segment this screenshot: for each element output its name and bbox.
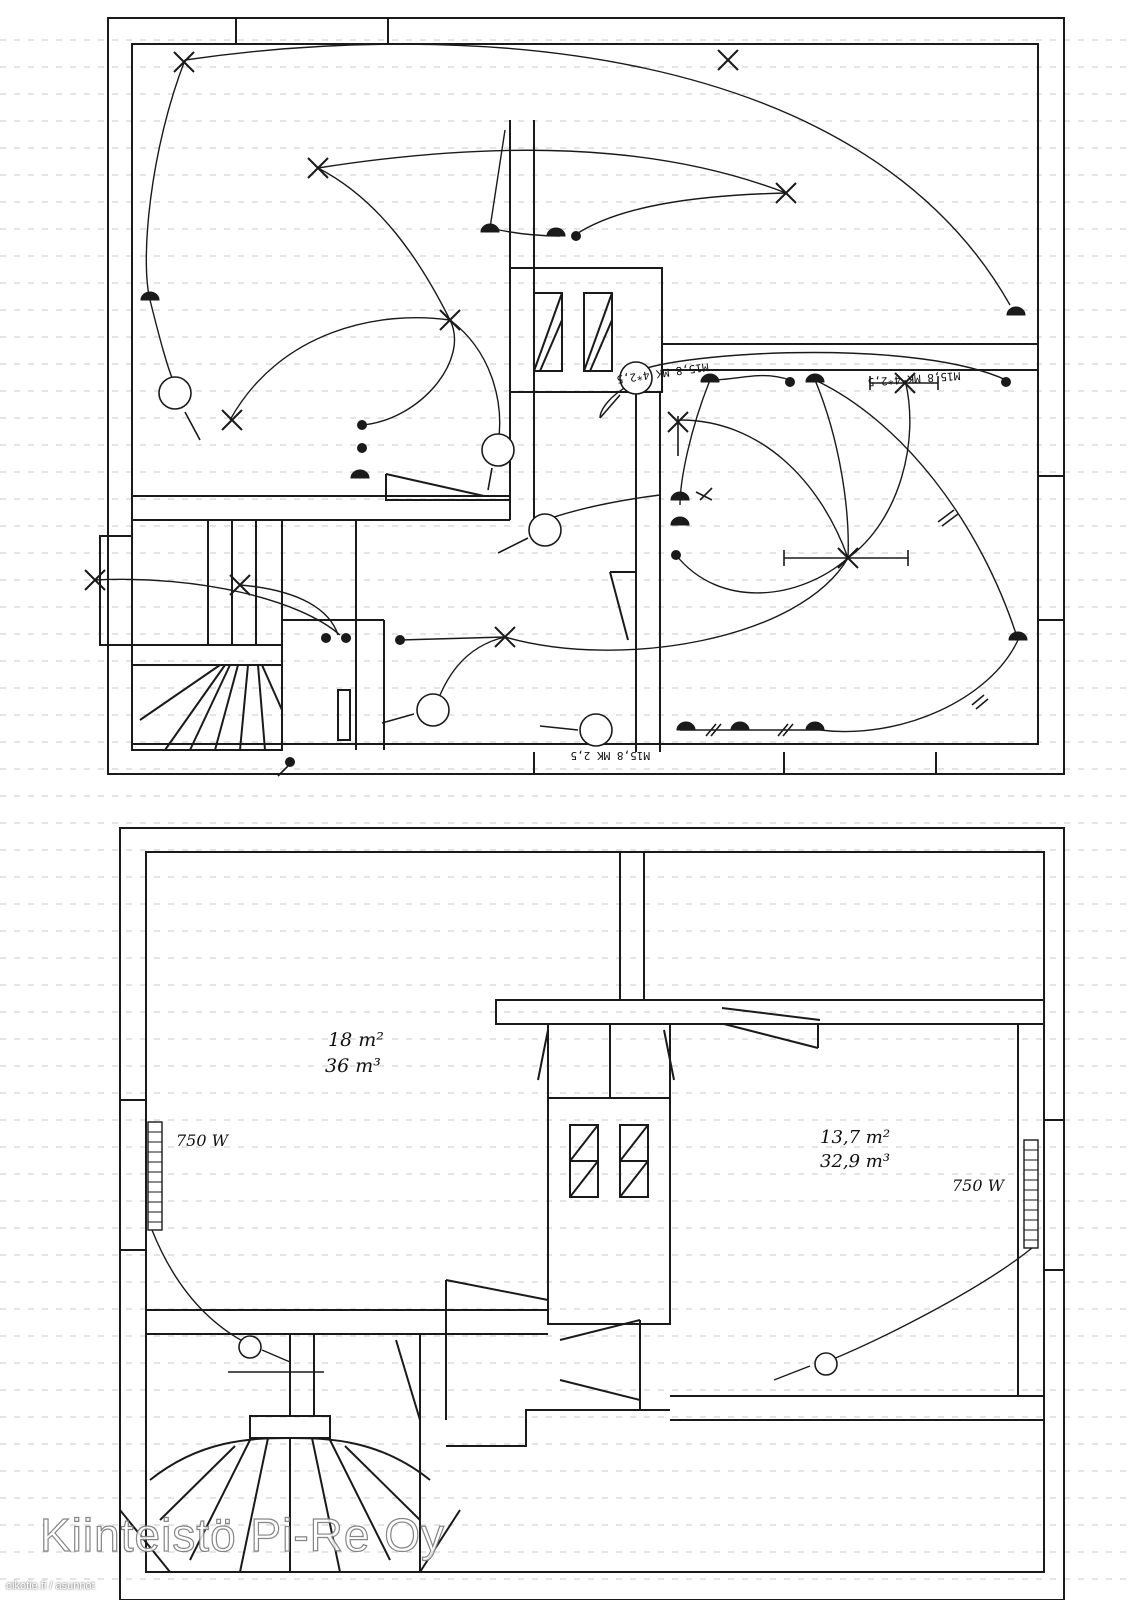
outlet-symbol [670,516,690,526]
x-symbol [307,157,329,179]
upper-floor-outlets [140,223,1028,731]
upper-floor-fixtures [158,361,653,747]
lower-floor-heaters [147,1121,1039,1249]
outlet-symbol [350,469,370,479]
switch-symbol [321,633,331,643]
outlet-symbol [805,373,825,383]
background-dashes [0,39,1131,1580]
outlet-symbol [480,223,500,233]
outlet-symbol [730,721,750,731]
x-symbol [229,574,251,596]
switch-symbol [671,550,681,560]
x-symbol [439,309,461,331]
ceiling-light [158,376,192,410]
upper-floor-x-marks [84,49,916,648]
x-symbol [775,182,797,204]
switch-symbol [341,633,351,643]
ceiling-light [528,513,562,547]
room-right-volume: 32,9 m³ [820,1151,890,1172]
x-symbol [717,49,739,71]
ceiling-light [238,1335,262,1359]
upper-floor-switches [285,231,1011,767]
outlet-symbol [140,291,160,301]
ceiling-light [579,713,613,747]
outlet-symbol [670,491,690,501]
room-left-area: 18 m² [328,1029,384,1051]
upper-floor-plan [99,17,1065,775]
lower-floor-annotations: 18 m² 36 m³ 750 W 13,7 m² 32,9 m³ 750 W [176,1029,1006,1195]
upper-floor-details [677,376,989,737]
switch-symbol [285,757,295,767]
lower-floor-plan [119,827,1065,1600]
source-caption: oikotie.fi / asunnot [6,1580,95,1592]
switch-symbol [357,443,367,453]
room-right-area: 13,7 m² [820,1127,890,1148]
x-symbol [494,626,516,648]
heater-right-power: 750 W [952,1176,1006,1195]
x-symbol [221,409,243,431]
outlet-symbol [546,227,566,237]
heater-left [147,1121,163,1231]
lower-floor-wiring [151,1229,1033,1381]
ceiling-light [416,693,450,727]
switch-symbol [357,420,367,430]
switch-symbol [571,231,581,241]
heater-ribs [148,1131,1038,1241]
ceiling-light [619,361,653,395]
switch-symbol [395,635,405,645]
upper-floor-cable-labels: M15,8 MK 4*2,5 M15,8 MK 4*2,5 M15,8 MK 2… [571,360,961,762]
x-symbol [84,569,106,591]
x-symbol [173,51,195,73]
switch-symbol [1001,377,1011,387]
lower-floor-lights [238,1335,838,1376]
outlet-symbol [676,721,696,731]
outlet-symbol [700,373,720,383]
outlet-symbol [805,721,825,731]
outlet-symbol [1006,306,1026,316]
cable-label: M15,8 MK 2,5 [571,749,650,762]
heater-right [1023,1139,1039,1249]
room-left-volume: 36 m³ [325,1055,381,1077]
heater-left-power: 750 W [176,1131,230,1150]
upper-floor-arrows [184,394,621,777]
switch-symbol [785,377,795,387]
watermark-text: Kiinteistö Pi-Re Oy [39,1508,446,1561]
ceiling-light [481,433,515,467]
ceiling-light [814,1352,838,1376]
cable-label: M15,8 MK 4*2,5 [867,369,960,388]
outlet-symbol [1008,631,1028,641]
